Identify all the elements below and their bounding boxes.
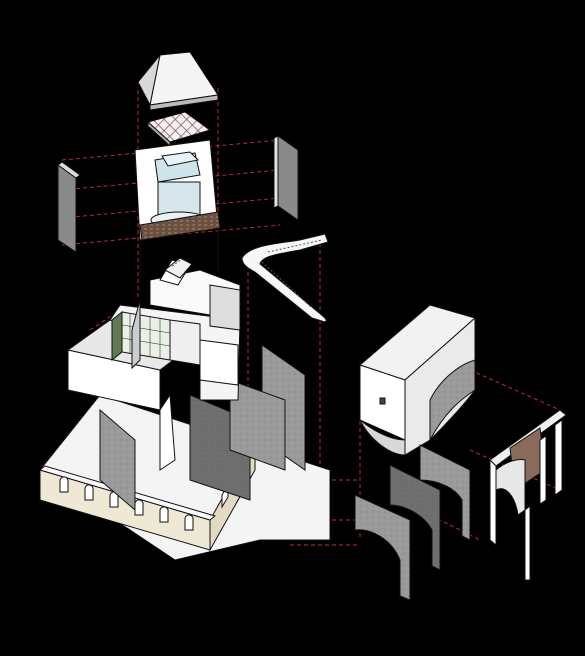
spiral-stair-small [164,257,193,279]
concrete-wall-panels [99,344,306,512]
arched-colonnade [489,409,567,581]
glass-lantern-drum [134,139,221,290]
spiral-stair-large [241,233,329,323]
skylight-grid [146,111,212,148]
main-house-block [66,259,241,471]
vaulted-block [359,304,477,456]
tower-side-panel-left [57,161,81,253]
tower-side-panel-right [273,135,299,221]
arched-wall-segments [354,444,471,601]
roof-lantern [137,51,219,111]
